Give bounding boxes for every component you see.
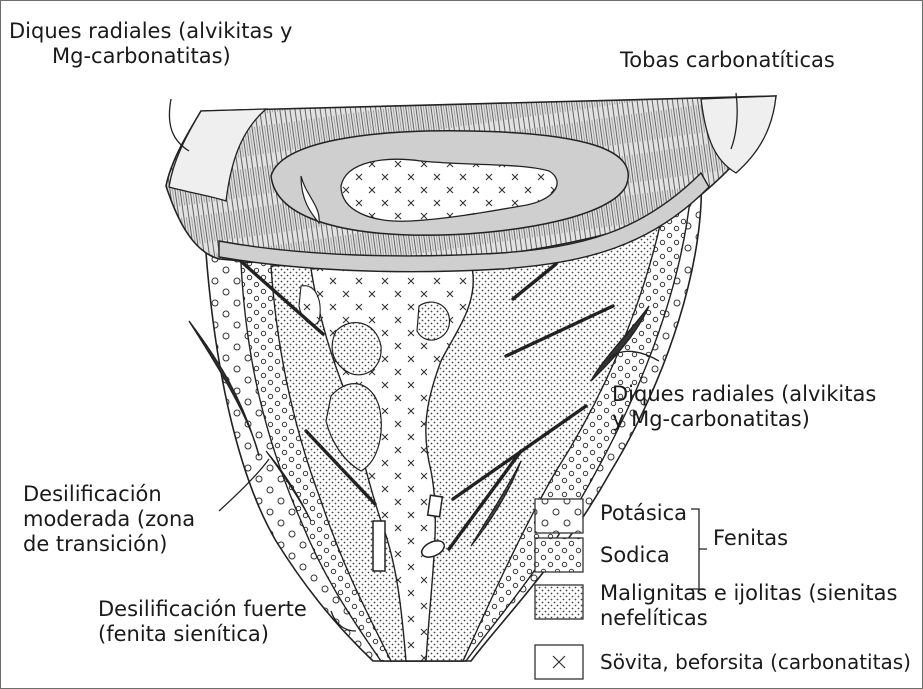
legend-label-fenitas: Fenitas <box>713 526 788 551</box>
legend-label-malignitas: Malignitas e ijolitas (sienitas nefelíti… <box>600 581 897 631</box>
label-line: Desilificación <box>23 482 195 507</box>
legend-label-sovita: Sövita, beforsita (carbonatitas) <box>600 650 911 675</box>
label-line: (fenita sienítica) <box>98 622 307 647</box>
label-line: Desilificación fuerte <box>98 597 307 622</box>
fenitas-bracket <box>691 509 707 589</box>
label-line: Malignitas e ijolitas (sienitas <box>600 581 897 606</box>
label-dikes-right: Diques radiales (alvikitas y Mg-carbonat… <box>612 382 876 432</box>
label-line: moderada (zona <box>23 507 195 532</box>
label-line: Diques radiales (alvikitas <box>612 382 876 407</box>
label-tuffs: Tobas carbonatíticas <box>620 48 835 73</box>
core-lens <box>417 302 450 340</box>
legend-swatches <box>535 499 583 679</box>
label-line: de transición) <box>23 532 195 557</box>
legend-label-potasica: Potásica <box>600 501 687 526</box>
label-moderate-desilication: Desilificación moderada (zona de transic… <box>23 482 195 557</box>
xenolith-block <box>428 495 443 516</box>
label-strong-desilication: Desilificación fuerte (fenita sienítica) <box>98 597 307 647</box>
label-line: nefelíticas <box>600 606 897 631</box>
xenolith-block <box>373 521 385 571</box>
legend-label-sodica: Sodica <box>600 543 670 568</box>
label-line: Diques radiales (alvikitas y <box>9 19 292 44</box>
label-line: y Mg-carbonatitas) <box>612 407 876 432</box>
label-line: Mg-carbonatitas) <box>9 44 292 69</box>
label-dikes-top-left: Diques radiales (alvikitas y Mg-carbonat… <box>9 19 292 69</box>
